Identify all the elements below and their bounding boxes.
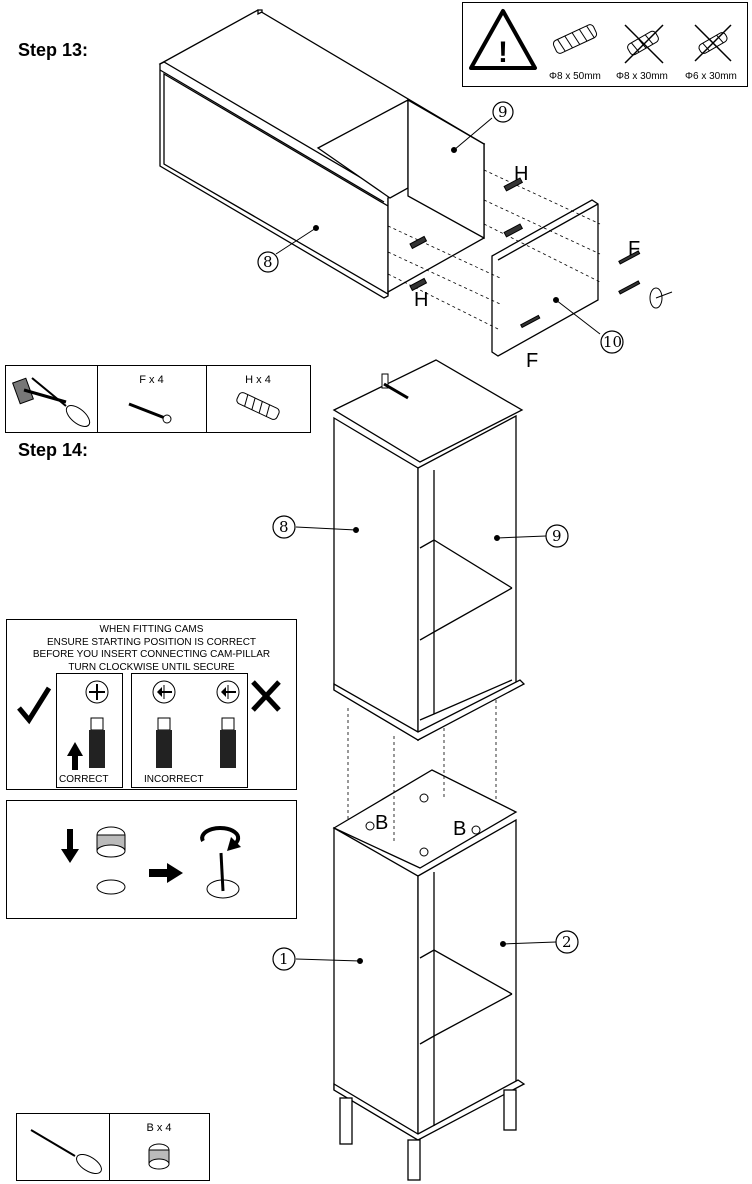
cam-correct-icon [67, 680, 109, 770]
dowel-warning-box: ! Φ8 x 50mm Φ8 x 30mm Φ6 x 30mm [462, 2, 748, 87]
label-cam-b: B [453, 818, 467, 840]
svg-text:!: ! [498, 36, 508, 69]
step-14-parts-box: B x 4 [16, 1113, 210, 1181]
incorrect-label: INCORRECT [144, 774, 204, 785]
qty-f: F x 4 [139, 374, 164, 386]
callout-panel-8: 8 [279, 518, 289, 536]
rotate-clockwise-icon [200, 825, 241, 851]
dowel-h-cell: H x 4 [206, 366, 310, 432]
cam-incorrect-icon [152, 680, 240, 768]
dowel-icon [552, 24, 598, 54]
callout-panel-9: 9 [552, 527, 562, 545]
warning-icon: ! [469, 9, 537, 70]
step-14-heading: Step 14: [18, 440, 89, 460]
callout-panel-1: 1 [279, 950, 289, 968]
cam-install-diagram [61, 825, 241, 899]
screwdriver-icon [30, 1129, 102, 1175]
screw-icon [128, 402, 172, 424]
callout-panel-2: 2 [562, 933, 572, 951]
checkmark-icon [17, 686, 52, 725]
cam-install-box [6, 800, 297, 919]
callout-panel-8: 8 [263, 253, 273, 271]
label-dowel-h: H [414, 289, 429, 311]
dowel-size-label: Φ8 x 50mm [549, 71, 601, 82]
qty-h: H x 4 [245, 374, 271, 386]
dowel-size-label: Φ6 x 30mm [685, 71, 737, 82]
screw-f-cell: F x 4 [97, 366, 207, 432]
cam-lock-icon [96, 826, 126, 858]
screwdriver-icon [31, 377, 91, 427]
correct-label: CORRECT [59, 774, 109, 785]
step-13-parts-box: F x 4 H x 4 [5, 365, 311, 433]
callout-panel-10: 10 [603, 333, 623, 351]
incorrect-panel: INCORRECT [131, 673, 248, 788]
cam-notice-box: WHEN FITTING CAMS ENSURE STARTING POSITI… [6, 619, 297, 790]
tools-cell [17, 1114, 110, 1180]
step-13-heading: Step 13: [18, 40, 89, 60]
notice-line: ENSURE STARTING POSITION IS CORRECT [46, 636, 257, 648]
crossed-dowel-icon [624, 24, 664, 64]
crossed-dowel-icon [694, 24, 732, 62]
notice-line: BEFORE YOU INSERT CONNECTING CAM-PILLAR [32, 649, 271, 660]
label-screw-f: F [526, 350, 539, 372]
qty-b: B x 4 [146, 1122, 172, 1134]
callout-panel-9: 9 [498, 103, 508, 121]
down-arrow-icon [61, 829, 79, 863]
cam-b-cell: B x 4 [109, 1114, 209, 1180]
label-cam-b: B [375, 812, 389, 834]
dowel-icon [236, 392, 280, 420]
right-arrow-icon [149, 863, 183, 883]
tools-cell [6, 366, 98, 432]
label-dowel-h: H [514, 163, 529, 185]
dowel-size-label: Φ8 x 30mm [616, 71, 668, 82]
cam-lock-icon [148, 1143, 170, 1170]
notice-line: WHEN FITTING CAMS [99, 624, 204, 635]
cross-icon [251, 680, 281, 712]
correct-panel: CORRECT [56, 673, 123, 788]
label-screw-f: F [628, 238, 641, 260]
notice-line: TURN CLOCKWISE UNTIL SECURE [68, 661, 235, 673]
